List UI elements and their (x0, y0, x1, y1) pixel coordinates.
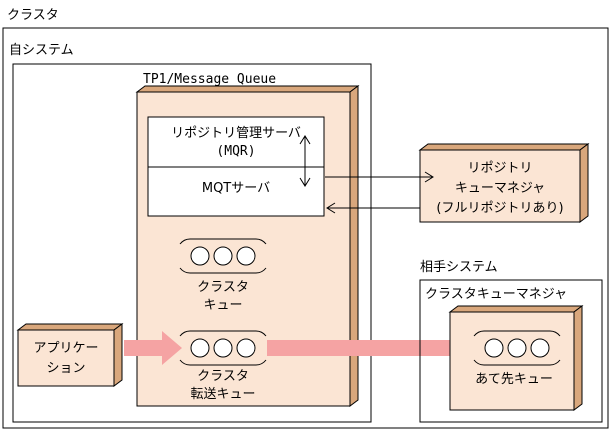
tp1-mq-label: TP1/Message Queue (143, 72, 276, 87)
cluster-frame (2, 27, 609, 429)
xmit-queue-slot-2 (213, 338, 233, 358)
server-links (325, 171, 434, 214)
repo-qm-box-front (419, 149, 581, 223)
partner-system-group: 相手システム クラスタキューマネジャ (419, 260, 603, 423)
application-label-line2: ション (46, 361, 85, 376)
cluster-queue-label-line2: キュー (203, 298, 242, 313)
repo-qm-label-line1: リポジトリ (467, 161, 532, 176)
tp1-mq-box-side (349, 85, 359, 407)
cluster-label: クラスタ (7, 8, 59, 23)
dest-queue-slot-1 (484, 338, 504, 358)
cluster-queue-slot-3 (236, 246, 256, 266)
dest-queue-slot-2 (507, 338, 527, 358)
xmit-queue-bracket-top (179, 330, 267, 337)
repo-qm-box-top (418, 143, 590, 151)
partner-qm-box-front (449, 311, 575, 411)
internal-arrow-head-down (299, 177, 311, 187)
cluster-queue-bracket-top (179, 238, 267, 245)
application-box: アプリケー ション (16, 323, 124, 387)
xmit-queue-label-line1: クラスタ (197, 369, 249, 384)
xmit-queue-bracket-bottom (179, 359, 267, 366)
server-box: リポジトリ管理サーバ (MQR) MQTサーバ (147, 116, 325, 217)
cluster-queue-slot-1 (190, 246, 210, 266)
mqt-server-label: MQTサーバ (202, 181, 270, 196)
repo-qm-label-line2: キューマネジャ (455, 181, 545, 196)
cluster-xmit-queue: クラスタ 転送キュー (179, 330, 267, 402)
repo-server-label-line2: (MQR) (216, 144, 255, 159)
internal-arrow-head-up (299, 135, 311, 145)
own-system-group: 自システム (9, 43, 372, 423)
repo-server-label-line1: リポジトリ管理サーバ (171, 126, 301, 141)
cluster-queue: クラスタ キュー (179, 238, 267, 313)
partner-qm-box: あて先キュー (448, 305, 584, 411)
cluster-group: クラスタ (2, 8, 609, 429)
dest-queue-bracket-bottom (473, 359, 561, 366)
partner-system-frame (419, 279, 603, 423)
cluster-queue-bracket-bottom (179, 267, 267, 274)
flow-arrow-segment-2 (267, 331, 480, 365)
application-box-side (113, 323, 123, 387)
own-system-label: 自システム (9, 43, 74, 58)
application-label-line1: アプリケー (33, 341, 98, 356)
repo-qm-box: リポジトリ キューマネジャ (フルリポジトリあり) (418, 143, 590, 223)
dest-queue-slot-3 (530, 338, 550, 358)
partner-qm-box-top (448, 305, 584, 313)
partner-qm-box-side (573, 305, 583, 411)
cluster-queue-slot-2 (213, 246, 233, 266)
flow-arrow-segment-1 (124, 331, 182, 365)
partner-system-label: 相手システム (420, 260, 498, 275)
cluster-qm-label: クラスタキューマネジャ (425, 287, 567, 302)
application-box-top (16, 323, 124, 331)
message-flow-arrow (124, 331, 480, 365)
xmit-queue-slot-3 (236, 338, 256, 358)
arrow-to-repo-qm-head (424, 171, 434, 183)
cluster-queue-label-line1: クラスタ (197, 280, 249, 295)
xmit-queue-slot-1 (190, 338, 210, 358)
xmit-queue-label-line2: 転送キュー (190, 387, 255, 402)
own-system-frame (12, 63, 372, 423)
application-box-front (17, 329, 115, 387)
repo-qm-box-side (579, 143, 589, 223)
dest-queue-bracket-top (473, 330, 561, 337)
repo-qm-label-line3: (フルリポジトリあり) (436, 201, 563, 216)
arrow-from-repo-qm-head (326, 202, 336, 214)
dest-queue-label: あて先キュー (475, 372, 553, 387)
